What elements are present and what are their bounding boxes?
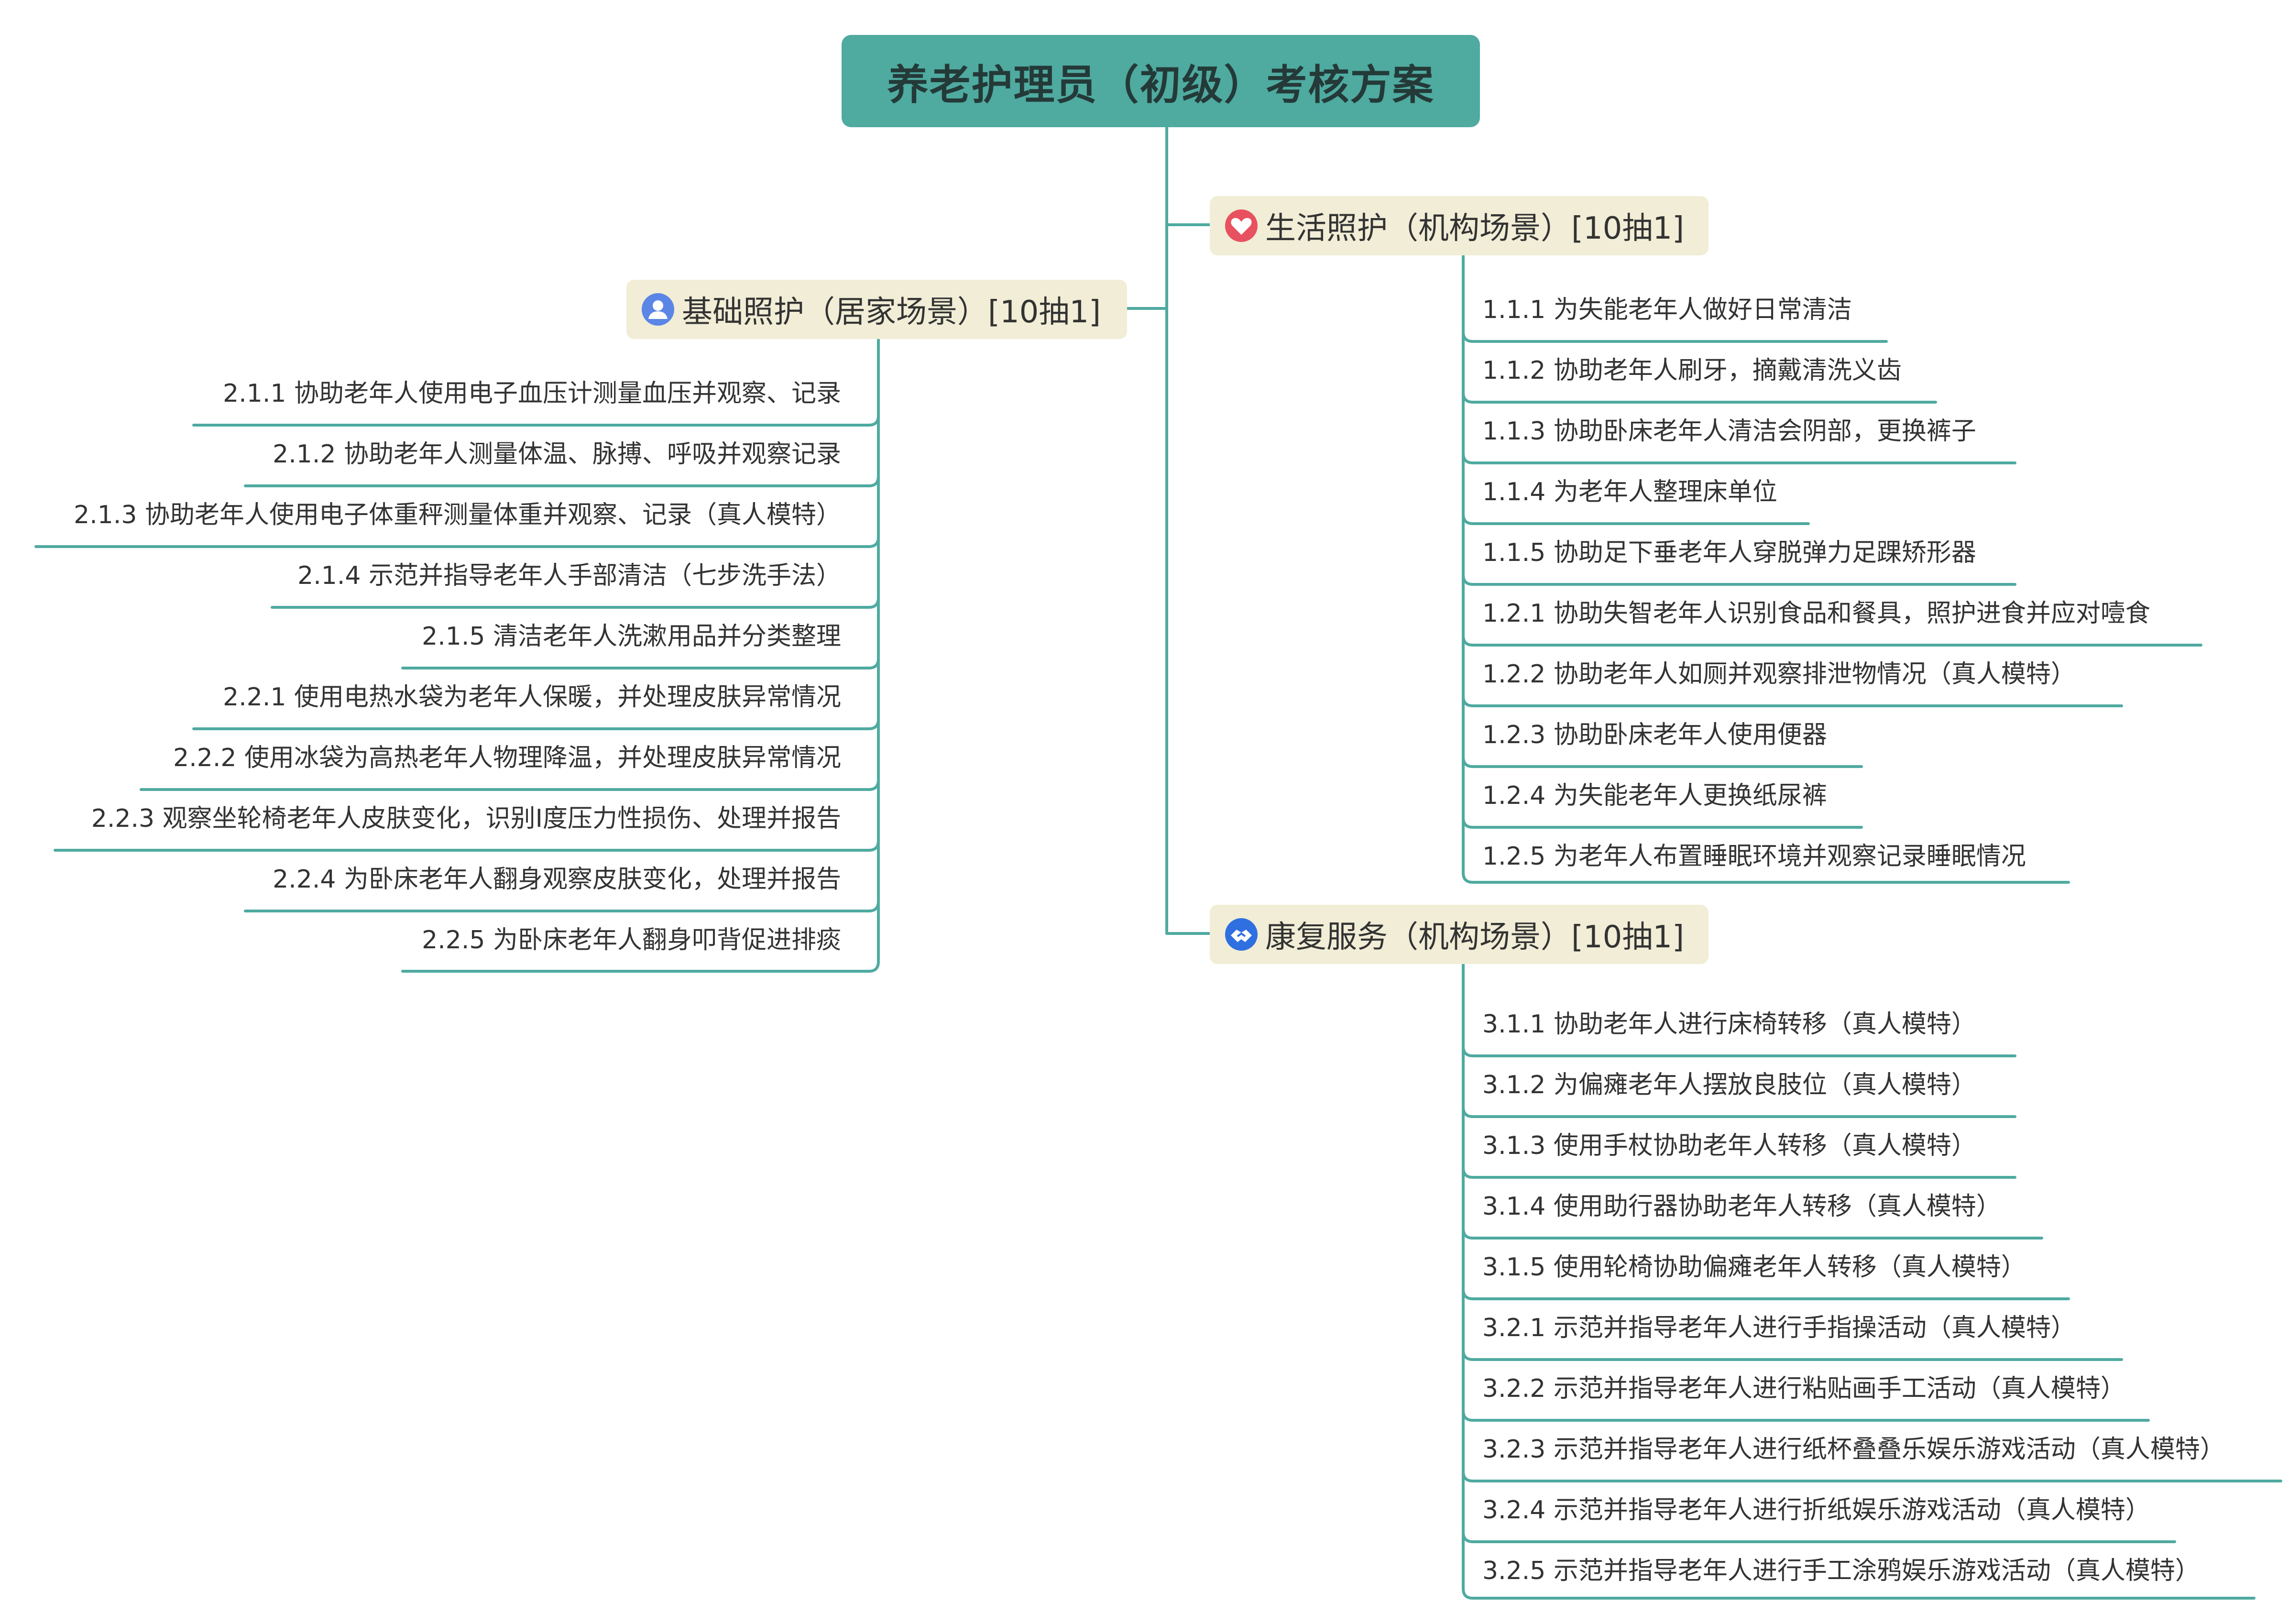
life-care-item[interactable]: 1.1.1 为失能老年人做好日常清洁: [1482, 296, 1852, 324]
rehab-item[interactable]: 3.1.2 为偏瘫老年人摆放良肢位（真人模特）: [1482, 1071, 1976, 1099]
branch-rehab-label: 康复服务（机构场景）[10抽1]: [1265, 920, 1685, 955]
basic-care-item[interactable]: 2.1.3 协助老年人使用电子体重秤测量体重并观察、记录（真人模特）: [74, 501, 841, 529]
rehab-item[interactable]: 3.2.3 示范并指导老年人进行纸杯叠叠乐娱乐游戏活动（真人模特）: [1482, 1435, 2225, 1464]
rehab-item[interactable]: 3.1.5 使用轮椅协助偏瘫老年人转移（真人模特）: [1482, 1253, 2026, 1282]
basic-care-item[interactable]: 2.2.1 使用电热水袋为老年人保暖，并处理皮肤异常情况: [223, 683, 841, 712]
life-care-item[interactable]: 1.2.3 协助卧床老年人使用便器: [1482, 721, 1827, 749]
life-care-item[interactable]: 1.2.5 为老年人布置睡眠环境并观察记录睡眠情况: [1482, 842, 2026, 871]
life-care-item[interactable]: 1.1.4 为老年人整理床单位: [1482, 478, 1777, 506]
branch-basic-care[interactable]: 基础照护（居家场景）[10抽1]: [626, 280, 1127, 339]
heart-icon: [1225, 209, 1258, 242]
basic-care-item[interactable]: 2.2.5 为卧床老年人翻身叩背促进排痰: [422, 926, 841, 955]
life-care-item[interactable]: 1.2.4 为失能老年人更换纸尿裤: [1482, 781, 1827, 810]
basic-care-item[interactable]: 2.2.3 观察坐轮椅老年人皮肤变化，识别Ⅰ度压力性损伤、处理并报告: [91, 804, 841, 833]
rehab-item[interactable]: 3.2.5 示范并指导老年人进行手工涂鸦娱乐游戏活动（真人模特）: [1482, 1557, 2200, 1585]
life-care-item[interactable]: 1.2.2 协助老年人如厕并观察排泄物情况（真人模特）: [1482, 660, 2076, 689]
handshake-icon: [1225, 918, 1258, 951]
basic-care-item[interactable]: 2.1.2 协助老年人测量体温、脉搏、呼吸并观察记录: [273, 440, 841, 469]
user-icon: [642, 293, 674, 326]
root-topic[interactable]: 养老护理员（初级）考核方案: [842, 35, 1480, 127]
basic-care-item[interactable]: 2.2.4 为卧床老年人翻身观察皮肤变化，处理并报告: [273, 865, 841, 894]
root-title: 养老护理员（初级）考核方案: [887, 61, 1435, 109]
rehab-item[interactable]: 3.2.4 示范并指导老年人进行折纸娱乐游戏活动（真人模特）: [1482, 1496, 2150, 1525]
rehab-item[interactable]: 3.2.2 示范并指导老年人进行粘贴画手工活动（真人模特）: [1482, 1374, 2125, 1403]
basic-care-item[interactable]: 2.2.2 使用冰袋为高热老年人物理降温，并处理皮肤异常情况: [173, 744, 841, 772]
life-care-item[interactable]: 1.2.1 协助失智老年人识别食品和餐具，照护进食并应对噎食: [1482, 599, 2150, 628]
rehab-item[interactable]: 3.1.3 使用手杖协助老年人转移（真人模特）: [1482, 1131, 1976, 1160]
basic-care-item[interactable]: 2.1.5 清洁老年人洗漱用品并分类整理: [422, 622, 841, 651]
rehab-item[interactable]: 3.2.1 示范并指导老年人进行手指操活动（真人模特）: [1482, 1314, 2076, 1342]
basic-care-item[interactable]: 2.1.1 协助老年人使用电子血压计测量血压并观察、记录: [223, 379, 841, 408]
basic-care-item[interactable]: 2.1.4 示范并指导老年人手部清洁（七步洗手法）: [297, 561, 841, 590]
rehab-item[interactable]: 3.1.4 使用助行器协助老年人转移（真人模特）: [1482, 1192, 2001, 1221]
life-care-item[interactable]: 1.1.2 协助老年人刷牙，摘戴清洗义齿: [1482, 356, 1902, 385]
branch-rehab[interactable]: 康复服务（机构场景）[10抽1]: [1210, 905, 1709, 964]
life-care-item[interactable]: 1.1.3 协助卧床老年人清洁会阴部，更换裤子: [1482, 417, 1976, 446]
branch-life-care[interactable]: 生活照护（机构场景）[10抽1]: [1210, 196, 1709, 255]
branch-basic-care-label: 基础照护（居家场景）[10抽1]: [682, 295, 1101, 330]
branch-life-care-label: 生活照护（机构场景）[10抽1]: [1265, 211, 1685, 246]
rehab-item[interactable]: 3.1.1 协助老年人进行床椅转移（真人模特）: [1482, 1010, 1976, 1039]
life-care-item[interactable]: 1.1.5 协助足下垂老年人穿脱弹力足踝矫形器: [1482, 538, 1976, 567]
